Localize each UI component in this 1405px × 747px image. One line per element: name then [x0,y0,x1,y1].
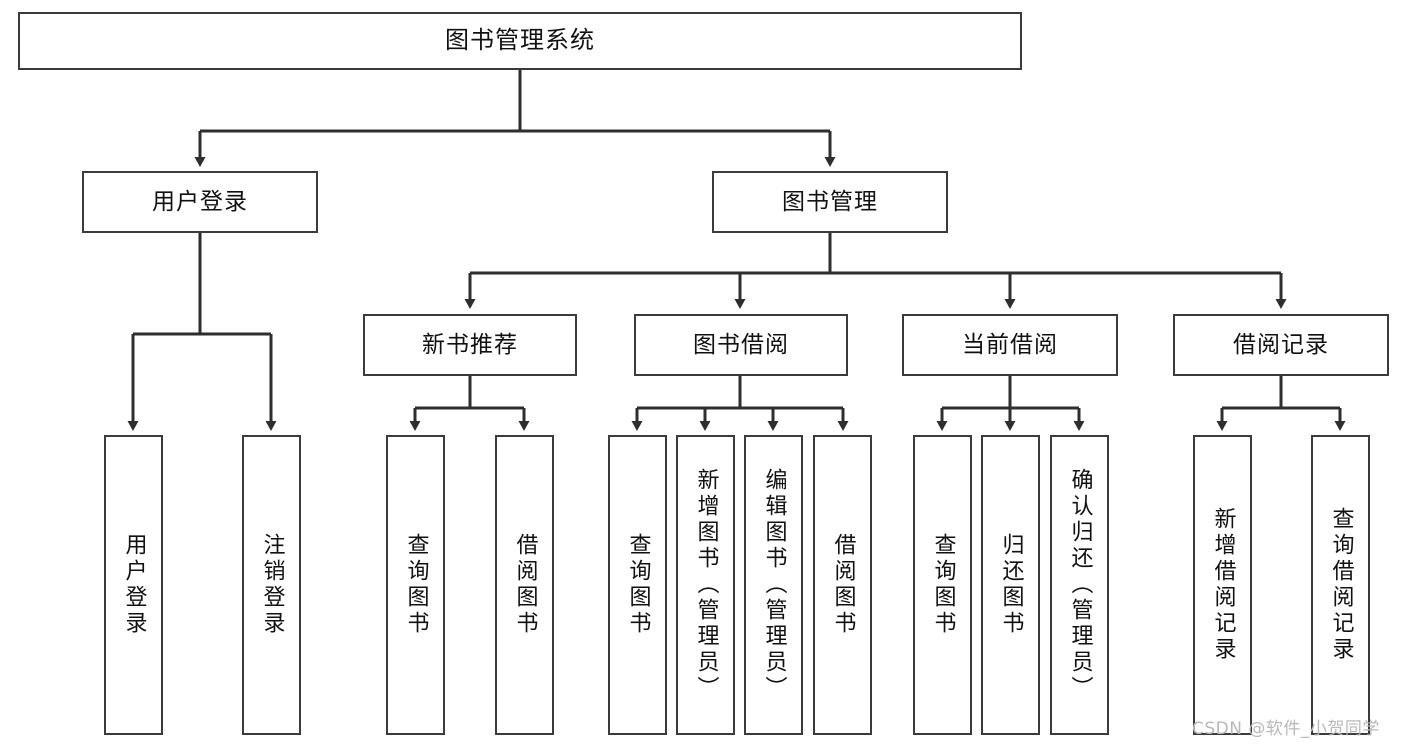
node-label: 用户登录 [152,188,248,215]
leaf-label: 查询图书 [403,533,429,637]
node-book-borrow[interactable]: 图书借阅 [634,314,848,376]
leaf-label: 注销登录 [259,533,285,637]
leaf-label: 查询图书 [625,533,651,637]
node-book-management[interactable]: 图书管理 [712,171,948,233]
leaf-label: 编辑图书（管理员） [761,468,787,702]
leaf-label: 查询借阅记录 [1328,507,1354,663]
leaf-label: 归还图书 [998,533,1024,637]
node-root-book-management-system[interactable]: 图书管理系统 [18,12,1022,70]
leaf-label: 新增图书（管理员） [693,468,719,702]
node-label: 新书推荐 [422,331,518,358]
leaf-label: 借阅图书 [830,533,856,637]
leaf-label: 查询图书 [930,533,956,637]
node-new-book-recommend[interactable]: 新书推荐 [363,314,577,376]
leaf-new-book-borrow-book[interactable]: 借阅图书 [495,435,554,735]
leaf-new-book-query-book[interactable]: 查询图书 [386,435,445,735]
node-current-borrow[interactable]: 当前借阅 [902,314,1118,376]
node-label: 当前借阅 [962,331,1058,358]
leaf-user-login-login[interactable]: 用户登录 [104,435,163,735]
node-borrow-record[interactable]: 借阅记录 [1173,314,1389,376]
leaf-label: 用户登录 [121,533,147,637]
leaf-book-borrow-query-book[interactable]: 查询图书 [608,435,667,735]
leaf-borrow-record-add-record[interactable]: 新增借阅记录 [1193,435,1252,735]
leaf-current-borrow-return-book[interactable]: 归还图书 [981,435,1040,735]
node-label: 图书管理系统 [445,26,595,55]
node-label: 借阅记录 [1233,331,1329,358]
leaf-user-login-logout[interactable]: 注销登录 [242,435,301,735]
leaf-book-borrow-edit-book-admin[interactable]: 编辑图书（管理员） [744,435,803,735]
leaf-label: 新增借阅记录 [1210,507,1236,663]
leaf-label: 确认归还（管理员） [1067,468,1093,702]
leaf-borrow-record-query-record[interactable]: 查询借阅记录 [1311,435,1370,735]
node-label: 图书借阅 [693,331,789,358]
leaf-label: 借阅图书 [512,533,538,637]
leaf-current-borrow-query-book[interactable]: 查询图书 [913,435,972,735]
leaf-current-borrow-confirm-return-admin[interactable]: 确认归还（管理员） [1050,435,1109,735]
watermark-credit: CSDN @软件_小贺同学 [1192,719,1380,739]
leaf-book-borrow-add-book-admin[interactable]: 新增图书（管理员） [676,435,735,735]
node-label: 图书管理 [782,188,878,215]
node-user-login[interactable]: 用户登录 [82,171,318,233]
leaf-book-borrow-borrow-book[interactable]: 借阅图书 [813,435,872,735]
